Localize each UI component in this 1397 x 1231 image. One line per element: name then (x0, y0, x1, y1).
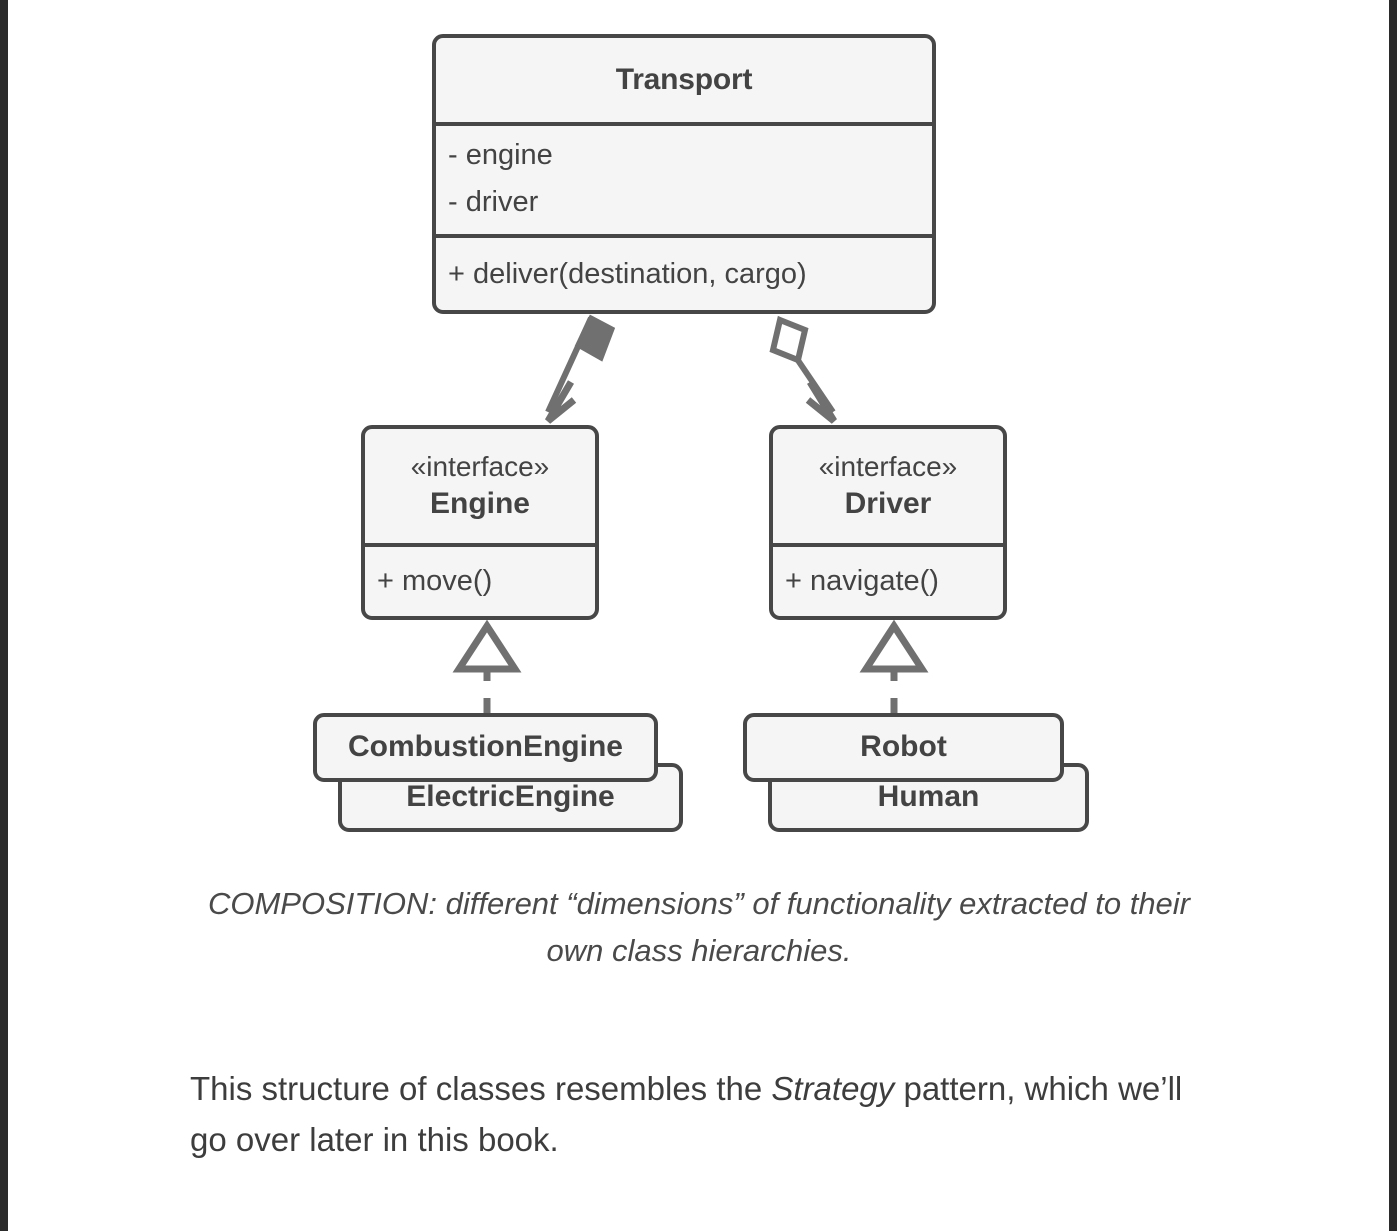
paragraph-text-after: pattern, which we’ll go over later in th… (190, 1070, 1183, 1159)
class-name-combustionengine: CombustionEngine (348, 730, 623, 763)
page-content: Transport - engine - driver + deliver(de… (8, 0, 1389, 1231)
operation-item: + navigate() (785, 565, 939, 597)
class-name-human: Human (877, 780, 980, 813)
stereotype-engine: «interface» (410, 450, 550, 482)
class-box-transport[interactable]: Transport - engine - driver + deliver(de… (432, 34, 936, 314)
operation-item: + move() (377, 565, 493, 597)
attribute-item: - driver (448, 185, 539, 218)
connector-combustionengine-engine (452, 619, 522, 713)
class-name-electricengine: ElectricEngine (406, 780, 615, 813)
figure-caption: COMPOSITION: different “dimensions” of f… (207, 886, 1191, 969)
class-name-transport: Transport (615, 63, 753, 96)
class-name-engine: Engine (429, 486, 530, 520)
class-name-driver: Driver (844, 486, 932, 520)
header-driver: «interface» Driver (773, 429, 1003, 543)
diagram-connectors (452, 314, 929, 713)
paragraph-emphasis-strategy: Strategy (771, 1070, 895, 1107)
operations-driver: + navigate() (773, 543, 1003, 616)
operations-transport: + deliver(destination, cargo) (436, 234, 932, 310)
body-paragraph: This structure of classes resembles the … (190, 1063, 1225, 1166)
attribute-item: - engine (448, 139, 553, 171)
operation-item: + deliver(destination, cargo) (448, 257, 807, 290)
connector-transport-driver (769, 315, 837, 424)
window-chrome-left-bar (0, 0, 8, 1231)
class-box-driver[interactable]: «interface» Driver + navigate() (769, 425, 1007, 620)
window-chrome-right-bar (1389, 0, 1397, 1231)
class-box-robot[interactable]: Robot (743, 713, 1064, 782)
uml-class-diagram: Transport - engine - driver + deliver(de… (8, 0, 1389, 870)
operations-engine: + move() (365, 543, 595, 616)
class-name-robot: Robot (860, 730, 947, 763)
paragraph-text-before: This structure of classes resembles the (190, 1070, 772, 1107)
header-engine: «interface» Engine (365, 429, 595, 543)
class-box-combustionengine[interactable]: CombustionEngine (313, 713, 658, 782)
connector-robot-driver (859, 619, 929, 713)
connector-transport-engine (544, 314, 616, 424)
attributes-transport: - engine - driver (436, 122, 932, 234)
stereotype-driver: «interface» (818, 450, 958, 482)
class-box-engine[interactable]: «interface» Engine + move() (361, 425, 599, 620)
